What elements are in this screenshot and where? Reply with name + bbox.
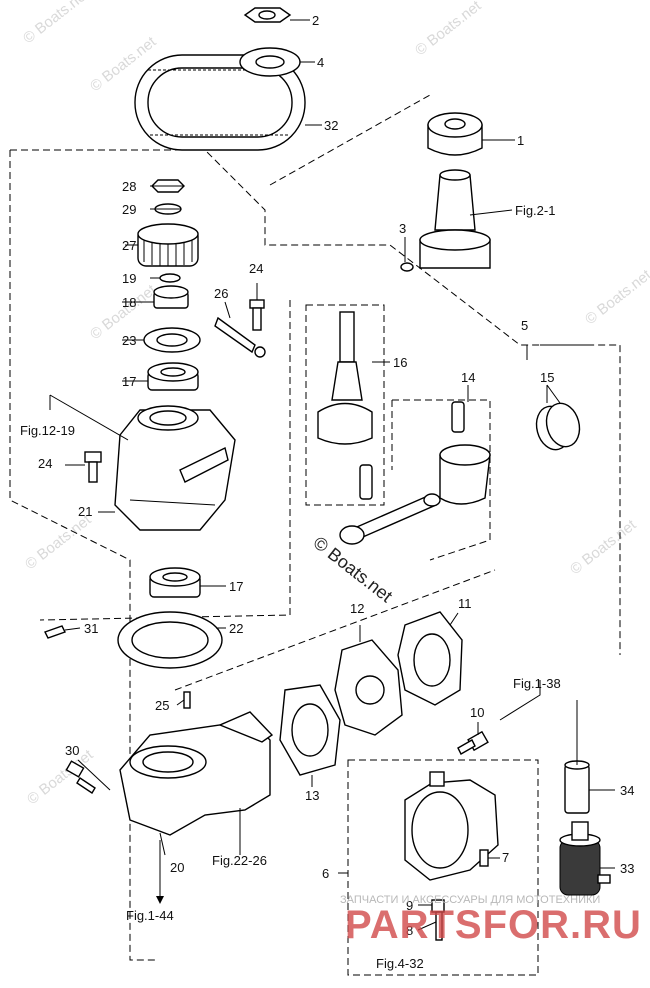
callout-31: 31 [84, 621, 98, 636]
ref-fig-1-38: Fig.1-38 [513, 676, 561, 691]
callout-1: 1 [517, 133, 524, 148]
watermark: © Boats.net [412, 0, 485, 59]
leader-lines [49, 19, 615, 931]
callout-19: 19 [122, 271, 136, 286]
callout-labels: 2 4 32 1 3 28 29 27 19 18 23 17 24 26 16… [38, 13, 634, 938]
top-nut-part [243, 7, 292, 23]
pin-25-part [183, 691, 191, 709]
seal-23-part [143, 327, 201, 353]
lower-housing-part [119, 711, 274, 836]
assembly-boundaries [9, 94, 621, 976]
callout-24-upper: 24 [249, 261, 263, 276]
ref-fig-2-1: Fig.2-1 [515, 203, 555, 218]
callout-26: 26 [214, 286, 228, 301]
callout-5: 5 [521, 318, 528, 333]
brand-overlay: ЗАПЧАСТИ И АКСЕССУАРЫ ДЛЯ МОТОТЕХНИКИ PA… [340, 894, 642, 947]
brand-tagline: ЗАПЧАСТИ И АКСЕССУАРЫ ДЛЯ МОТОТЕХНИКИ [340, 894, 600, 906]
gear-27-part [137, 223, 199, 267]
seal-18-part [153, 285, 189, 309]
callout-7: 7 [502, 850, 509, 865]
callout-27: 27 [122, 238, 136, 253]
crankshaft-16-part [317, 311, 373, 445]
callout-13: 13 [305, 788, 319, 803]
watermark: © Boats.net [20, 0, 93, 47]
pin-31-part [44, 625, 66, 639]
callout-28: 28 [122, 179, 136, 194]
bolt-24-upper-part [249, 299, 265, 331]
callout-34: 34 [620, 783, 634, 798]
plate-12-part [334, 639, 403, 736]
callout-4: 4 [317, 55, 324, 70]
watermark: © Boats.net [582, 266, 650, 328]
callout-25: 25 [155, 698, 169, 713]
bearing-17-lower-part [149, 567, 201, 598]
washer-19-part [159, 273, 181, 283]
watermark: © Boats.net [22, 511, 95, 573]
callout-14: 14 [461, 370, 475, 385]
gasket-11-part [397, 611, 463, 706]
callout-22: 22 [229, 621, 243, 636]
callout-21: 21 [78, 504, 92, 519]
callout-32: 32 [324, 118, 338, 133]
callout-30: 30 [65, 743, 79, 758]
watermark: © Boats.net [24, 746, 97, 808]
callout-20: 20 [170, 860, 184, 875]
crankshaft-upper-part [400, 169, 491, 272]
callout-16: 16 [393, 355, 407, 370]
figure-references: Fig.2-1 Fig.12-19 Fig.1-38 Fig.22-26 Fig… [20, 203, 561, 971]
bolt-30-part [65, 760, 96, 794]
ref-fig-22-26: Fig.22-26 [212, 853, 267, 868]
drive-pulley-part [427, 112, 483, 156]
callout-2: 2 [312, 13, 319, 28]
piston-part [439, 444, 491, 505]
callout-29: 29 [122, 202, 136, 217]
ref-fig-12-19: Fig.12-19 [20, 423, 75, 438]
callout-11: 11 [458, 596, 472, 611]
piston-pin-part [451, 401, 465, 433]
pump-body-part [404, 771, 499, 881]
callout-8: 8 [406, 923, 413, 938]
callout-6: 6 [322, 866, 329, 881]
callout-10: 10 [470, 705, 484, 720]
crank-pin-part [359, 464, 373, 500]
callout-17-lower: 17 [229, 579, 243, 594]
filter-33-part [559, 821, 611, 896]
callout-24-lower: 24 [38, 456, 52, 471]
bearing-17-upper-part [147, 362, 199, 391]
callout-12: 12 [350, 601, 364, 616]
fitting-7-part [479, 849, 489, 867]
callout-3: 3 [399, 221, 406, 236]
sleeve-34-part [564, 760, 590, 814]
ref-fig-1-44: Fig.1-44 [126, 908, 174, 923]
gasket-13-part [279, 684, 341, 776]
fitting-8-9-part [431, 899, 445, 941]
upper-housing-part [114, 405, 236, 531]
connecting-rod-part [339, 493, 441, 545]
callout-17-upper: 17 [122, 374, 136, 389]
callout-15: 15 [540, 370, 554, 385]
callout-18: 18 [122, 295, 136, 310]
watermark: © Boats.net [567, 516, 640, 578]
gasket-22-part [117, 611, 223, 669]
timing-belt-part [134, 54, 306, 151]
callout-23: 23 [122, 333, 136, 348]
bolt-24-lower-part [84, 451, 102, 483]
brand-name: PARTSFOR.RU [345, 903, 642, 947]
bolt-10-part [457, 730, 489, 755]
callout-9: 9 [406, 898, 413, 913]
callout-33: 33 [620, 861, 634, 876]
ref-fig-4-32: Fig.4-32 [376, 956, 424, 971]
piston-rings-part [535, 402, 581, 451]
bracket-26-part [214, 316, 266, 358]
top-washer-part [239, 47, 301, 77]
